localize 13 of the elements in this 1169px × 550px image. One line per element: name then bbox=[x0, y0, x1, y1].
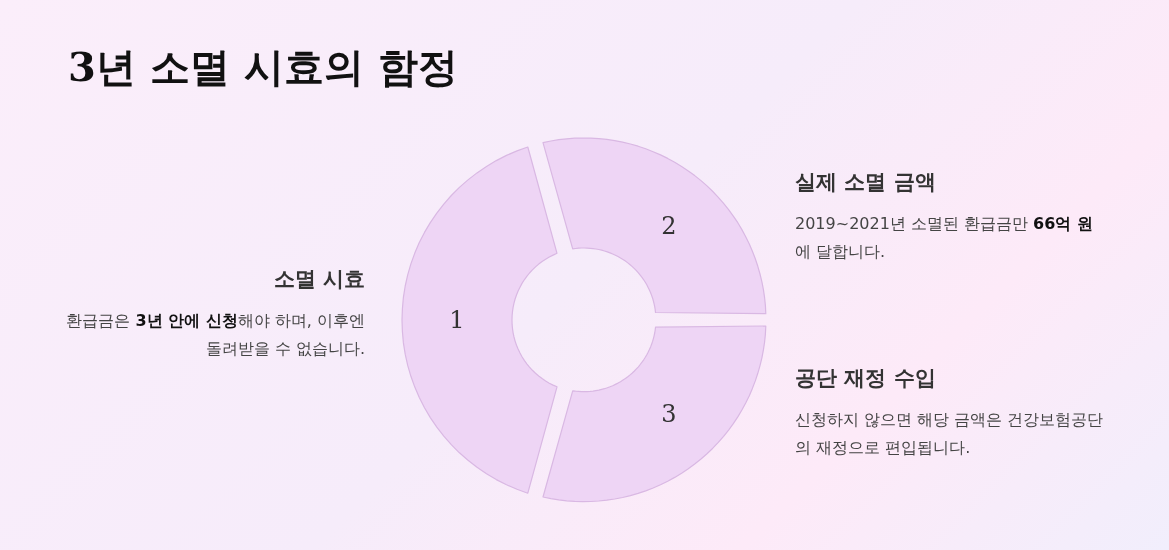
page-title: 3년 소멸 시효의 함정 bbox=[68, 42, 458, 92]
segment-number: 3 bbox=[661, 400, 677, 429]
segment-number: 2 bbox=[661, 211, 677, 240]
ring-segment bbox=[543, 326, 766, 502]
description-text: 2019~2021년 소멸된 환급금만 66억 원에 달합니다. bbox=[795, 213, 1094, 263]
ring-segment bbox=[543, 138, 766, 314]
section-heading: 소멸 시효 bbox=[272, 266, 365, 293]
section-heading: 실제 소멸 금액 bbox=[795, 169, 937, 196]
ring-segment bbox=[402, 146, 557, 494]
section-heading: 공단 재정 수입 bbox=[795, 365, 937, 392]
description-text: 신청하지 않으면 해당 금액은 건강보험공단의 재정으로 편입됩니다. bbox=[795, 409, 1105, 459]
description-text: 환급금은 3년 안에 신청해야 하며, 이후엔 돌려받을 수 없습니다. bbox=[65, 310, 365, 360]
segment-number: 1 bbox=[449, 306, 465, 334]
